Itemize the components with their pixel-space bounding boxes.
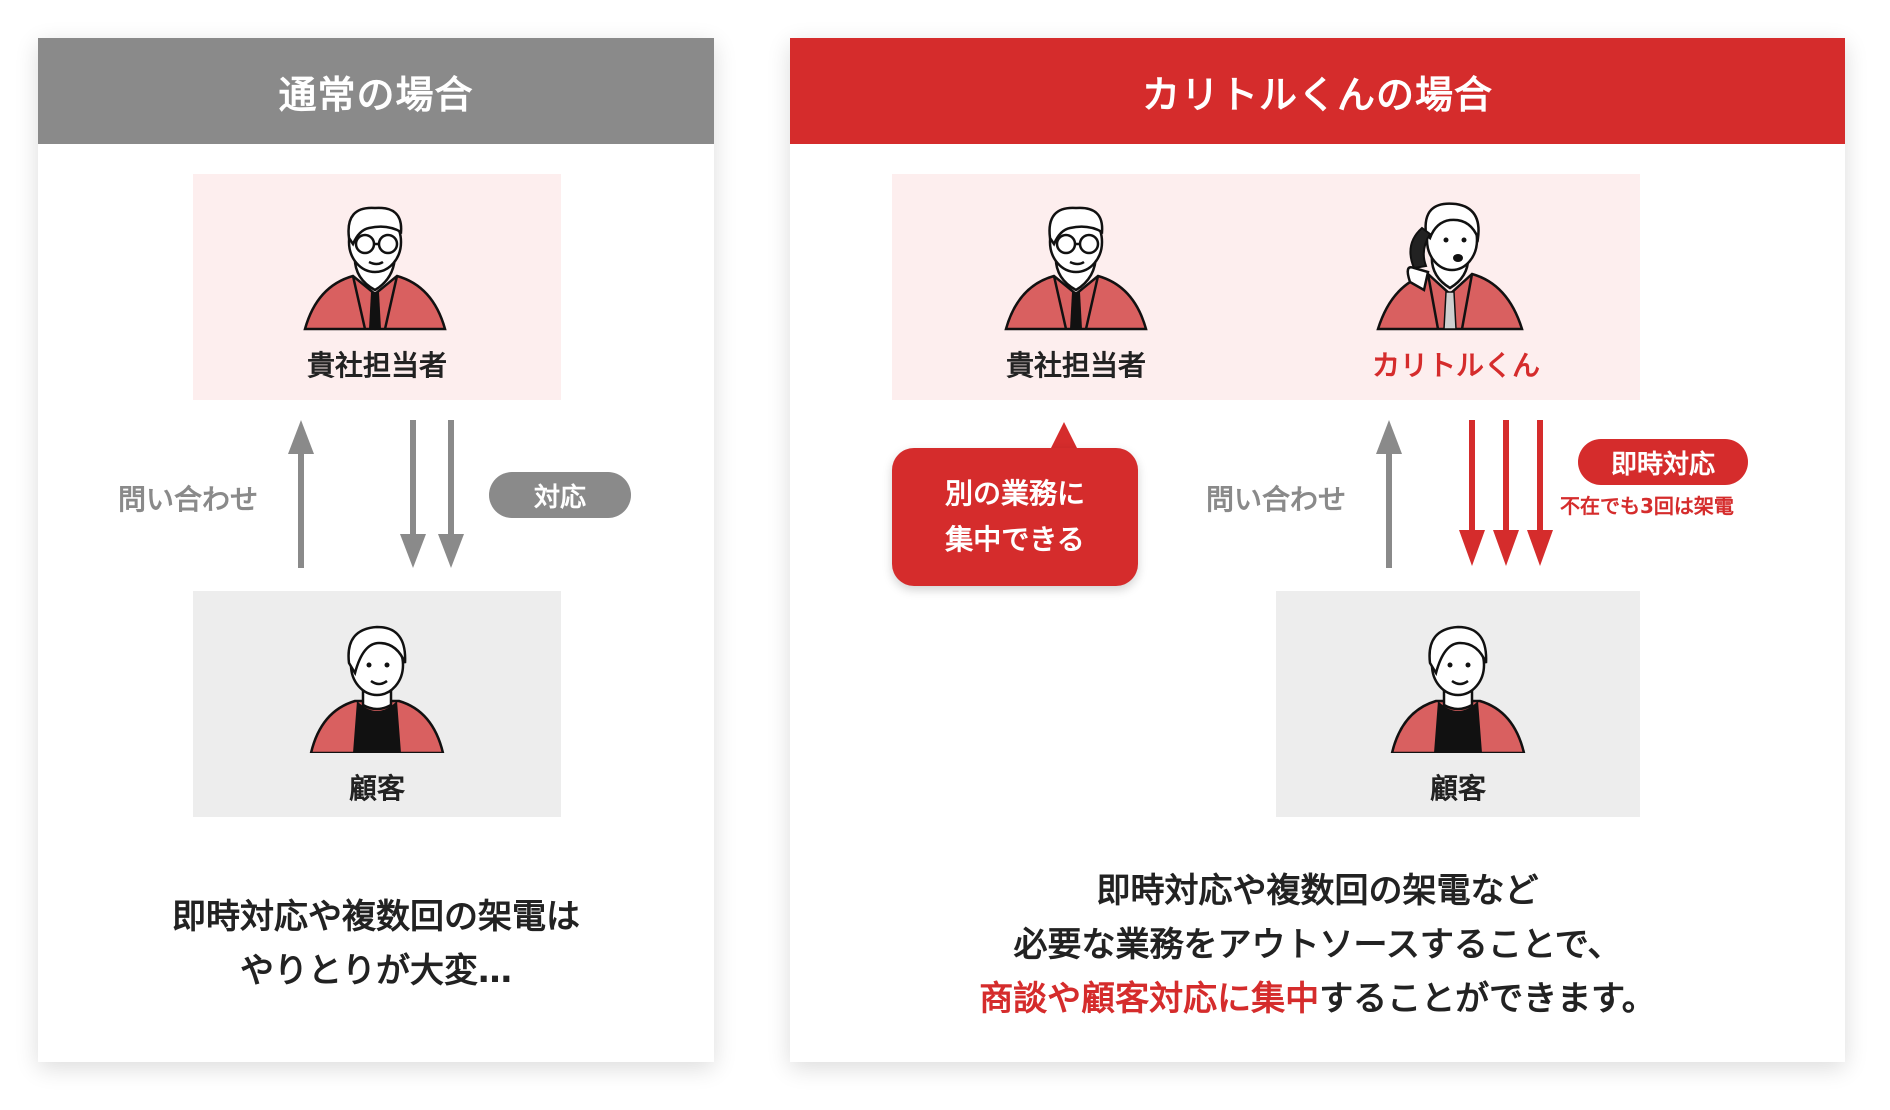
arrow-down-icon xyxy=(400,420,426,568)
arrow-down-icon xyxy=(438,420,464,568)
arrow-up-icon xyxy=(1376,420,1402,568)
arrow-down-icon xyxy=(1493,420,1519,566)
arrow-up-icon xyxy=(288,420,314,568)
arrow-down-icon xyxy=(1459,420,1485,566)
arrow-down-icon xyxy=(1527,420,1553,566)
